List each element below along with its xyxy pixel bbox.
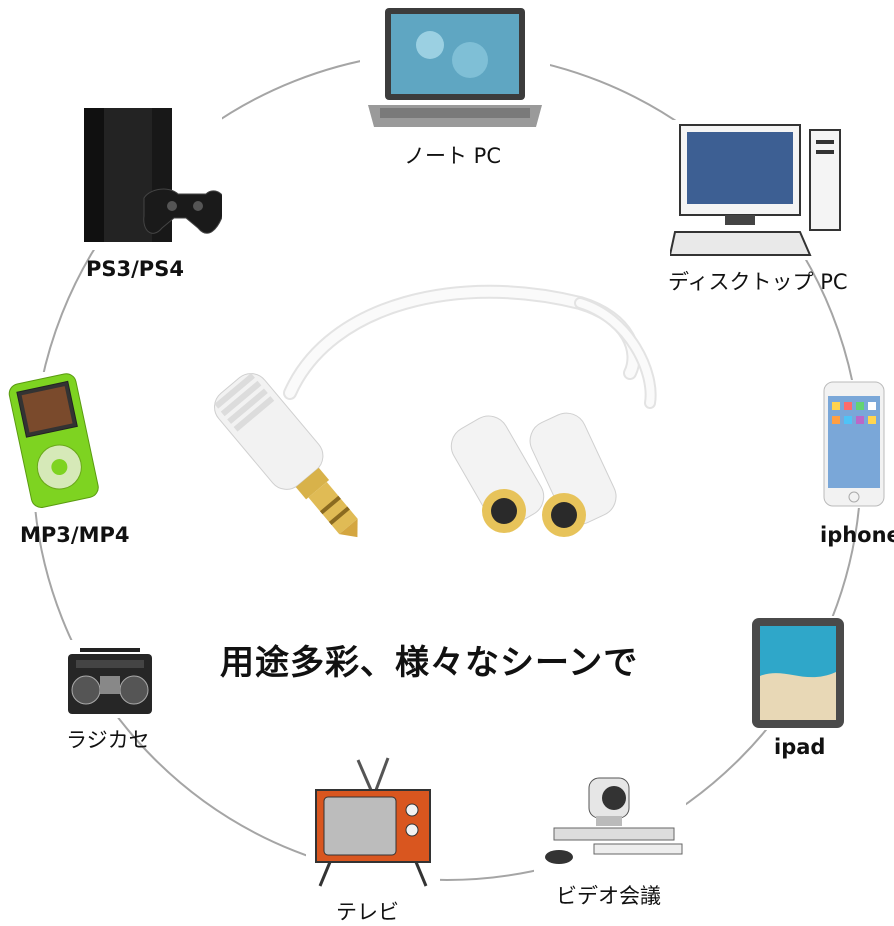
video-conference-icon xyxy=(545,777,683,864)
console-panel xyxy=(74,102,226,250)
product-photo xyxy=(160,263,705,688)
laptop-label: ノート PC xyxy=(404,144,502,168)
radio-icon xyxy=(68,648,152,714)
ipad-label: ipad xyxy=(774,735,826,759)
desktop-label: ディスクトップ PC xyxy=(668,270,848,294)
iphone-icon xyxy=(823,381,885,507)
ipad-icon xyxy=(752,618,844,728)
desktop-pc-icon xyxy=(668,124,841,256)
mp3-label: MP3/MP4 xyxy=(20,523,130,547)
tv-icon xyxy=(315,757,431,887)
radio-panel xyxy=(64,640,156,718)
tv-label: テレビ xyxy=(336,900,399,924)
console-label: PS3/PS4 xyxy=(86,257,184,281)
conference-label: ビデオ会議 xyxy=(556,884,661,908)
radio-label: ラジカセ xyxy=(66,728,150,752)
game-console-icon xyxy=(84,108,226,242)
laptop-panel xyxy=(360,5,550,135)
mp3-panel xyxy=(2,372,102,512)
usage-caption: 用途多彩、様々なシーンで xyxy=(220,643,639,683)
laptop-icon xyxy=(368,8,542,127)
iphone-panel xyxy=(822,380,886,508)
tv-panel xyxy=(306,752,440,892)
conference-panel xyxy=(534,772,686,872)
mp3-player-icon xyxy=(8,373,99,508)
ipad-panel xyxy=(750,616,846,730)
iphone-label: iphone xyxy=(820,523,894,547)
audio-splitter-cable xyxy=(214,284,657,538)
desktop-panel xyxy=(668,120,845,260)
